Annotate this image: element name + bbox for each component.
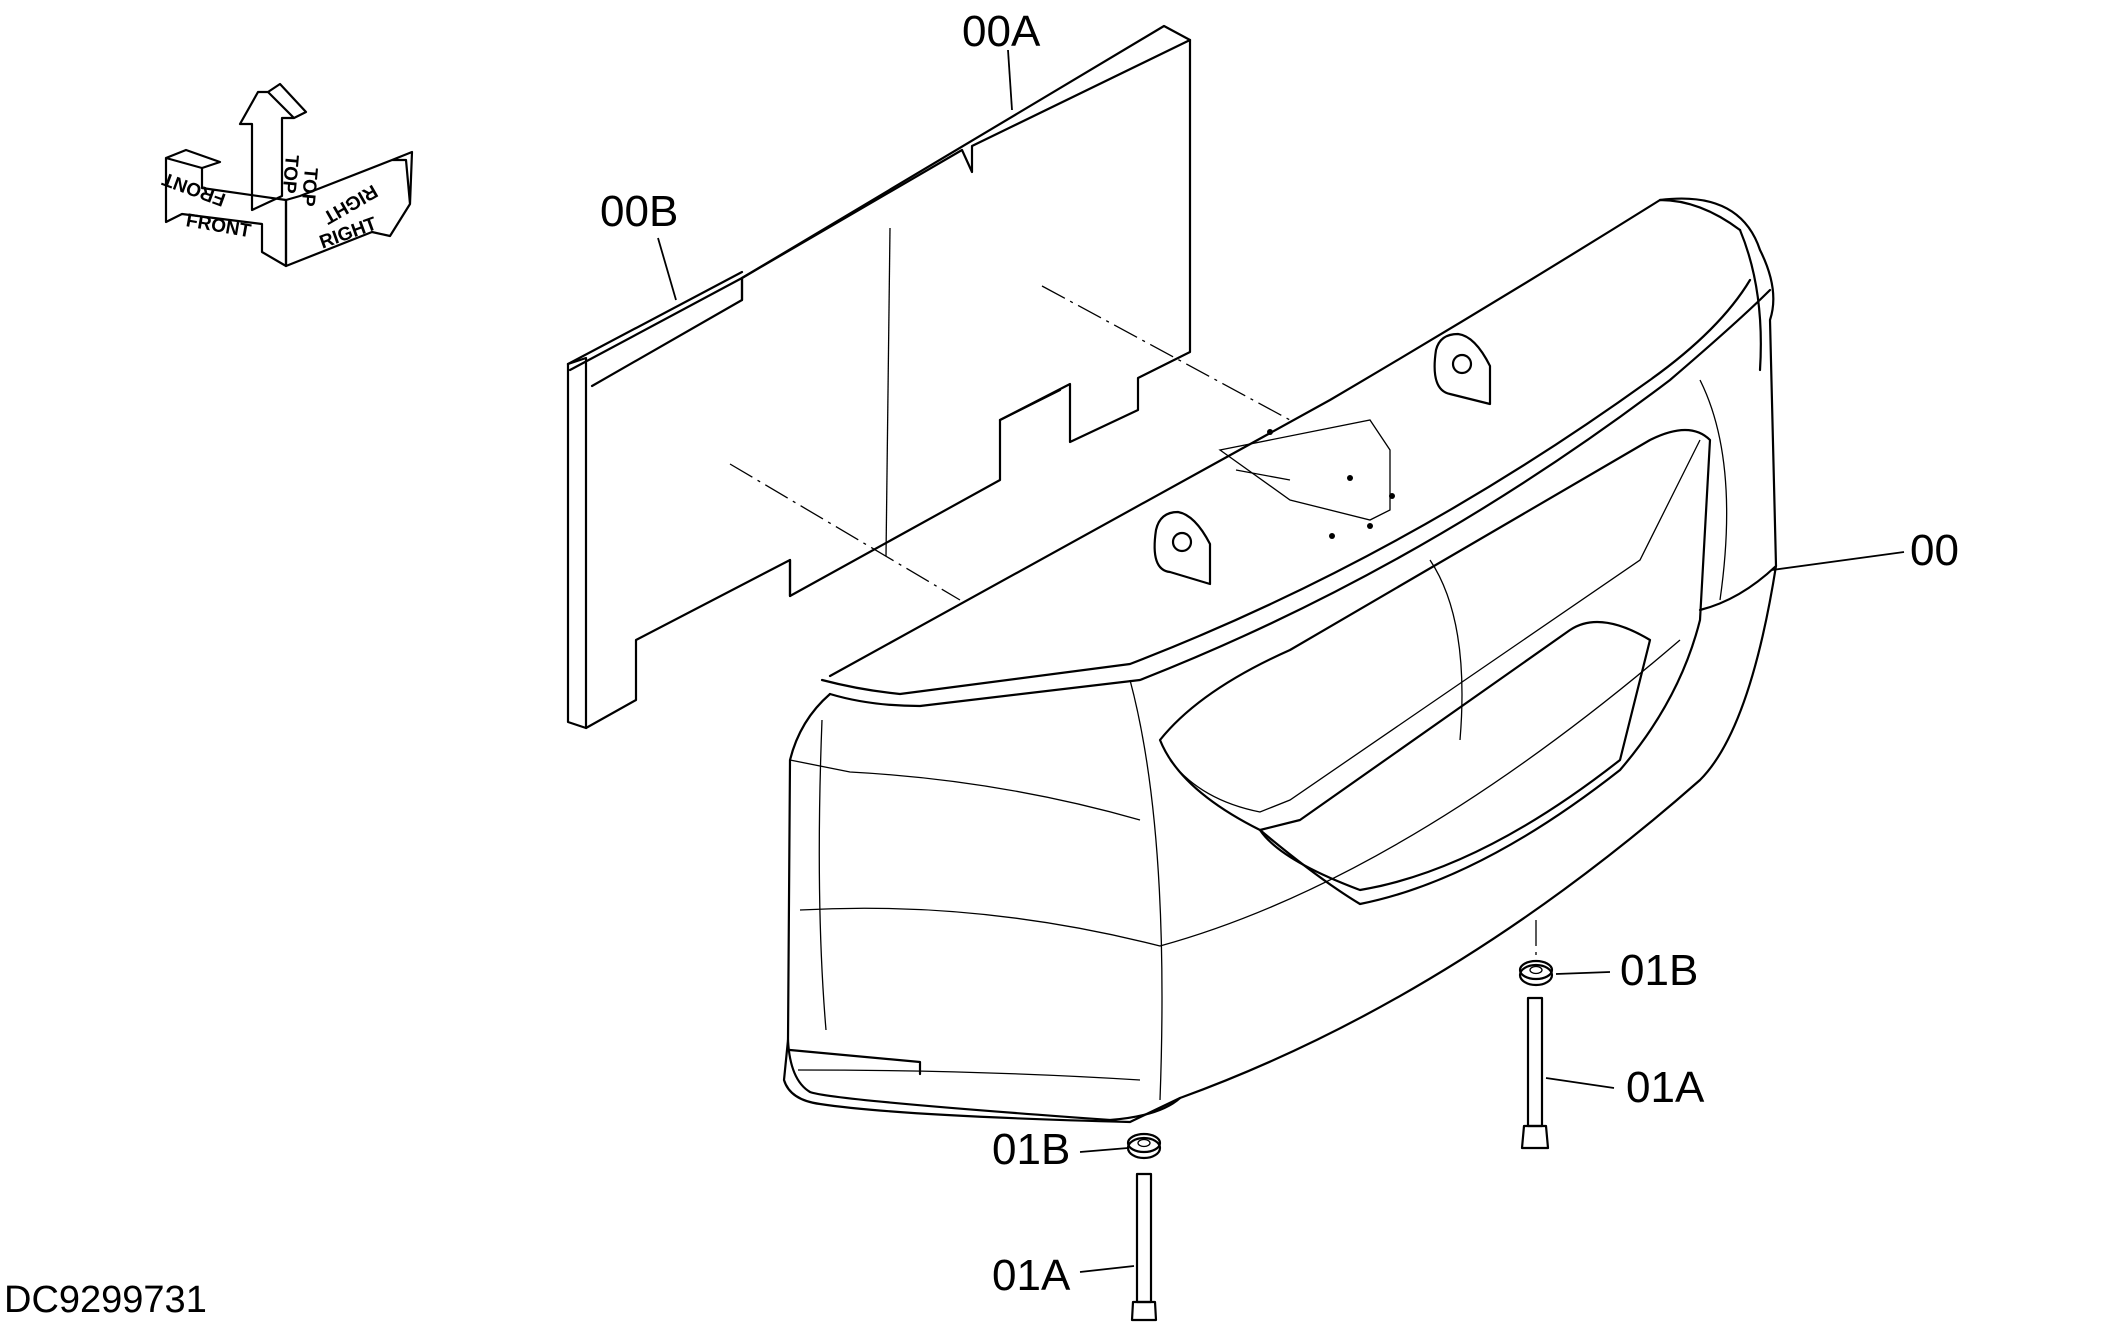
callout-01a-left-label: 01A xyxy=(992,1251,1071,1300)
counterweight-body xyxy=(782,197,1778,1124)
orientation-top-label: TOP xyxy=(297,167,321,208)
plate-assembly xyxy=(566,24,1291,730)
callout-00-label: 00 xyxy=(1910,526,1959,575)
callout-01b-left-label: 01B xyxy=(992,1125,1070,1174)
bolt-right xyxy=(1520,996,1550,1150)
orientation-front-mirror-label: FRONT xyxy=(159,167,228,209)
callout-leaders xyxy=(657,49,1905,1273)
callout-01a-right-label: 01A xyxy=(1626,1063,1705,1112)
bolt-left xyxy=(1130,1172,1158,1322)
orientation-top-mirror-label: TOP xyxy=(278,154,302,195)
orientation-front-label: FRONT xyxy=(184,210,252,242)
callout-00b-label: 00B xyxy=(600,187,678,236)
washer-left xyxy=(1126,1132,1162,1160)
washer-right xyxy=(1518,920,1554,987)
callout-01b-right-label: 01B xyxy=(1620,946,1698,995)
orientation-indicator: FRONT FRONT TOP TOP RIGHT RIGHT xyxy=(159,82,414,268)
callout-00a-label: 00A xyxy=(962,7,1041,56)
document-id: DC9299731 xyxy=(4,1279,207,1321)
